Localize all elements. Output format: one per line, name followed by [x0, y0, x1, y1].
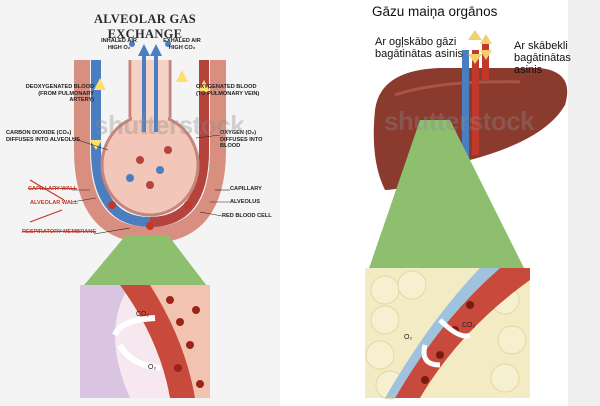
- right-zoom-triangle: [365, 120, 530, 280]
- label-inhaled-air: INHALED AIR: [101, 38, 137, 44]
- label-carbon-dioxide: CARBON DIOXIDE (CO₂): [6, 130, 72, 136]
- label-diffuses-into-blood: DIFFUSES INTO BLOOD: [220, 136, 263, 150]
- label-deoxygenated-blood: DEOXYGENATED BLOOD: [25, 84, 94, 90]
- right-zoom-o2-label: O₂: [404, 334, 413, 341]
- label-alveolus: ALVEOLUS: [230, 199, 261, 205]
- left-zoom-inset: [80, 285, 210, 398]
- label-diffuses-into-alveolus: DIFFUSES INTO ALVEOLUS: [6, 136, 80, 143]
- left-zoom-o2-label: O₂: [148, 364, 157, 371]
- right-scroll-area: [568, 0, 600, 406]
- label-co2-rich-blood: Ar ogļskābo gāzi: [375, 36, 457, 48]
- label-oxygen: OXYGEN (O₂): [220, 130, 257, 136]
- label-o2-rich-blood: Ar skābekli: [514, 40, 568, 52]
- label-capillary: CAPILLARY: [230, 186, 262, 192]
- watermark-left: shutterstock: [94, 110, 245, 140]
- watermark-right: shutterstock: [384, 106, 535, 136]
- label-alveolar-wall: ALVEOLAR WALL: [30, 200, 78, 206]
- label-exhaled-air-co2: HIGH CO₂: [168, 44, 196, 51]
- right-diagram-title: Gāzu maiņa orgānos: [372, 4, 498, 19]
- left-zoom-triangle: [80, 235, 210, 290]
- right-zoom-co2-label: CO₂: [462, 322, 476, 329]
- label-to-pulmonary-vein: (TO PULMONARY VEIN): [196, 90, 260, 97]
- label-red-blood-cell: RED BLOOD CELL: [222, 213, 272, 219]
- label-exhaled-air: EXHALED AIR: [163, 38, 201, 44]
- label-o2-rich-blood-2: bagātinātas asinis: [514, 52, 571, 76]
- label-oxygenated-blood: OXYGENATED BLOOD: [196, 84, 257, 90]
- left-zoom-co2-label: CO₂: [136, 311, 150, 318]
- label-co2-rich-blood-2: bagātinātas asinis: [375, 48, 464, 60]
- label-inhaled-air-o2: HIGH O₂: [107, 44, 131, 51]
- red-annotation-stroke: [29, 179, 65, 201]
- left-diagram-title: ALVEOLAR GAS EXCHANGE: [93, 12, 197, 41]
- label-from-pulmonary-artery: (FROM PULMONARY ARTERY): [38, 90, 94, 104]
- right-zoom-inset: [365, 268, 530, 400]
- label-respiratory-membrane: RESPIRATORY MEMBRANE: [22, 229, 97, 235]
- label-capillary-wall: CAPILLARY WALL: [28, 186, 78, 192]
